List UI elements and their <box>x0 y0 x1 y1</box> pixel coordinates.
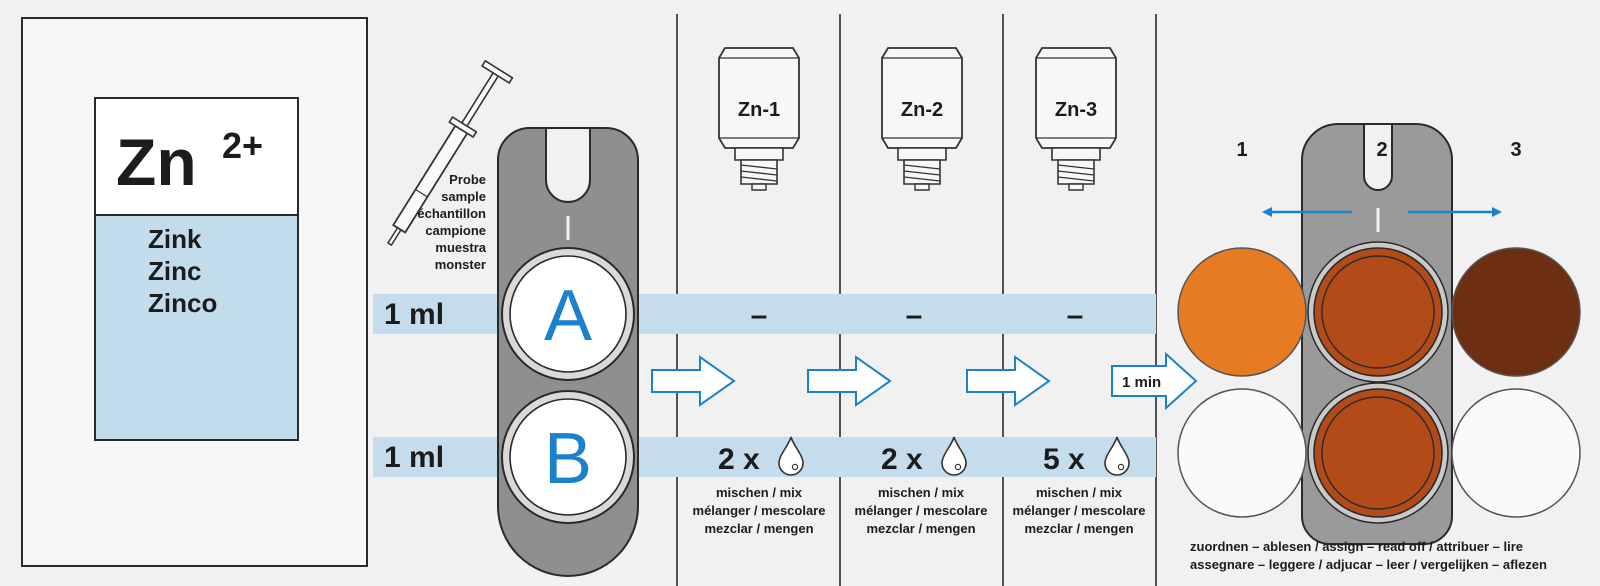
blank-disc-1 <box>1177 388 1307 518</box>
row-b-volume: 1 ml <box>384 441 444 474</box>
sample-label-en: sample <box>441 189 486 204</box>
sample-color-b <box>1313 388 1443 518</box>
read-instruction-1: zuordnen – ablesen / assign – read off /… <box>1190 539 1523 554</box>
row-a-volume: 1 ml <box>384 298 444 331</box>
sample-label-it: campione <box>425 223 486 238</box>
reagent-1-row-a: – <box>751 299 768 332</box>
color-disc-3 <box>1451 247 1581 377</box>
sample-color-a <box>1313 247 1443 377</box>
reagent-3-row-a: – <box>1067 299 1084 332</box>
reagent-2-label: Zn-2 <box>901 99 943 121</box>
position-3-label: 3 <box>1510 139 1521 161</box>
row-b-band <box>373 437 1156 477</box>
ion-box <box>94 97 299 216</box>
wait-arrow <box>1111 351 1198 411</box>
reagent-3-drops: 5 x <box>1043 443 1085 476</box>
read-instruction-2: assegnare – leggere / adjucar – leer / v… <box>1190 557 1547 572</box>
sample-label-fr: échantillon <box>417 206 486 221</box>
position-1-label: 1 <box>1236 139 1247 161</box>
mix-line: mezclar / mengen <box>1024 521 1133 536</box>
wait-time: 1 min <box>1122 374 1161 391</box>
reagent-2-drops: 2 x <box>881 443 923 476</box>
ion-charge: 2+ <box>222 125 263 166</box>
reagent-1-label: Zn-1 <box>738 99 780 121</box>
mix-line: mischen / mix <box>1036 485 1123 500</box>
name-de: Zink <box>148 224 202 254</box>
blank-disc-3 <box>1451 388 1581 518</box>
cuvette-a-letter: A <box>544 276 592 356</box>
position-2-label: 2 <box>1376 139 1387 161</box>
name-en: Zinc <box>148 256 201 286</box>
ion-symbol: Zn <box>116 125 197 199</box>
reagent-2-row-a: – <box>906 299 923 332</box>
reagent-3-label: Zn-3 <box>1055 99 1097 121</box>
syringe-icon <box>386 59 514 247</box>
sample-label-de: Probe <box>449 172 486 187</box>
mix-line: mezclar / mengen <box>704 521 813 536</box>
cuvette-b-letter: B <box>544 419 592 499</box>
color-disc-1 <box>1177 247 1307 377</box>
reagent-1-drops: 2 x <box>718 443 760 476</box>
mix-line: mélanger / mescolare <box>1013 503 1146 518</box>
mix-line: mélanger / mescolare <box>855 503 988 518</box>
name-box <box>94 214 299 441</box>
mix-line: mélanger / mescolare <box>693 503 826 518</box>
sample-label-nl: monster <box>435 257 486 272</box>
name-it: Zinco <box>148 288 217 318</box>
mix-line: mischen / mix <box>878 485 965 500</box>
cuvette-b <box>501 390 635 524</box>
sample-label-es: muestra <box>435 240 486 255</box>
mix-line: mezclar / mengen <box>866 521 975 536</box>
mix-line: mischen / mix <box>716 485 803 500</box>
cuvette-a <box>501 247 635 381</box>
